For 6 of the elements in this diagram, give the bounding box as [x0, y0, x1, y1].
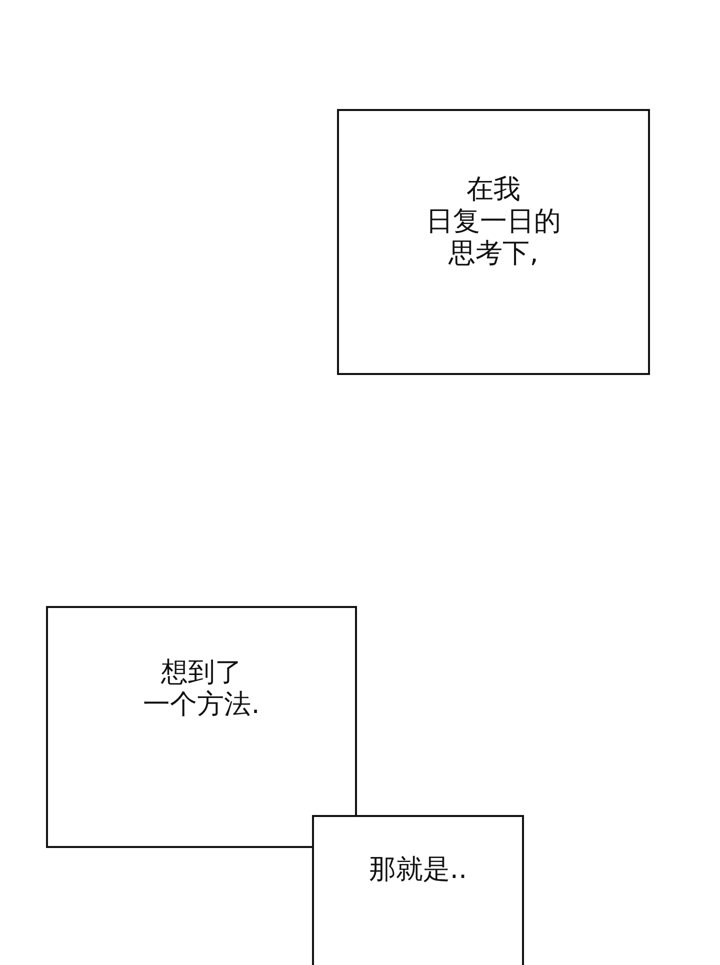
speech-box: [46, 606, 357, 848]
narration-text: 那就是..: [368, 854, 468, 886]
speech-box: [337, 109, 650, 375]
narration-text: 在我日复一日的思考下,: [426, 174, 561, 270]
speech-box: [312, 815, 524, 965]
narration-text: 想到了一个方法.: [143, 657, 260, 721]
